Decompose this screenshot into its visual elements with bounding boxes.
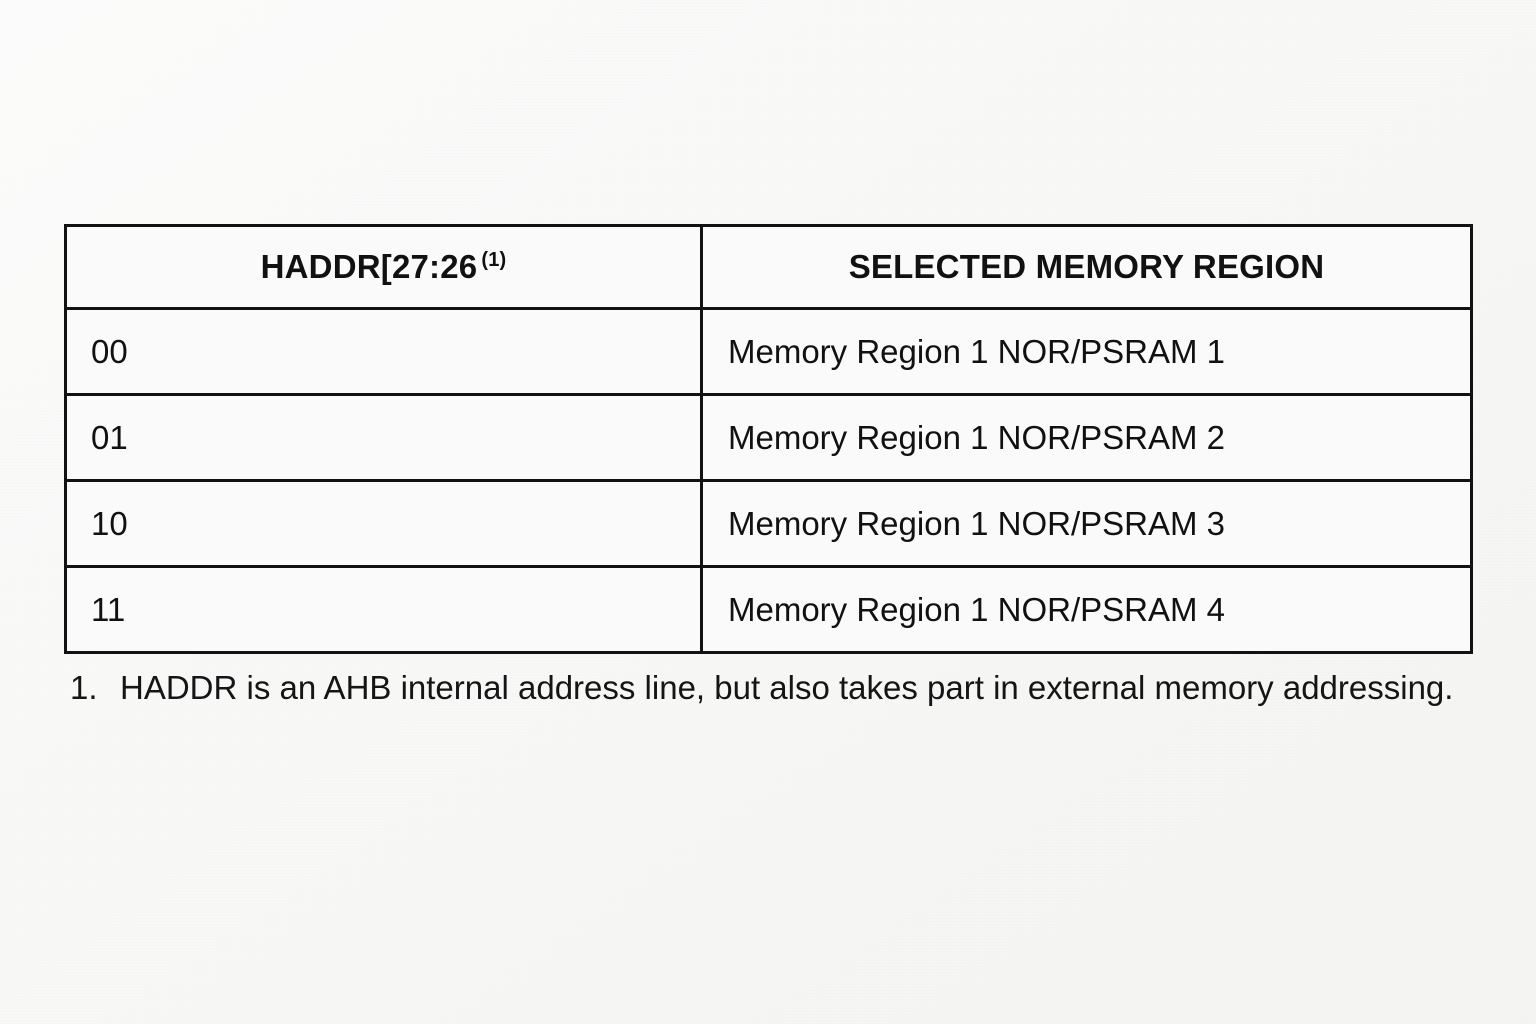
table-body: 00 Memory Region 1 NOR/PSRAM 1 01 Memory… (64, 307, 1473, 654)
cell-haddr-bits: 00 (64, 307, 703, 396)
footnote-item: 1. HADDR is an AHB internal address line… (70, 666, 1460, 711)
cell-haddr-bits: 11 (64, 565, 703, 654)
cell-haddr-bits: 01 (64, 393, 703, 482)
column-header-haddr-bits: HADDR[27:26(1) (64, 224, 703, 310)
cell-memory-region: Memory Region 1 NOR/PSRAM 2 (700, 393, 1473, 482)
table-row: 01 Memory Region 1 NOR/PSRAM 2 (64, 393, 1473, 482)
cell-memory-region: Memory Region 1 NOR/PSRAM 4 (700, 565, 1473, 654)
cell-memory-region: Memory Region 1 NOR/PSRAM 1 (700, 307, 1473, 396)
column-header-haddr-bits-label: HADDR[27:26 (260, 248, 478, 285)
column-header-selected-memory-region-label: SELECTED MEMORY REGION (848, 248, 1325, 285)
footnote-list: 1. HADDR is an AHB internal address line… (70, 666, 1460, 711)
cell-memory-region: Memory Region 1 NOR/PSRAM 3 (700, 479, 1473, 568)
table-header-row: HADDR[27:26(1) SELECTED MEMORY REGION (64, 224, 1473, 310)
column-header-selected-memory-region: SELECTED MEMORY REGION (700, 224, 1473, 310)
table-header: HADDR[27:26(1) SELECTED MEMORY REGION (64, 224, 1473, 310)
table-row: 10 Memory Region 1 NOR/PSRAM 3 (64, 479, 1473, 568)
cell-haddr-bits: 10 (64, 479, 703, 568)
table-row: 11 Memory Region 1 NOR/PSRAM 4 (64, 565, 1473, 654)
table-row: 00 Memory Region 1 NOR/PSRAM 1 (64, 307, 1473, 396)
memory-region-table: HADDR[27:26(1) SELECTED MEMORY REGION 00… (64, 224, 1473, 654)
footnote-text: HADDR is an AHB internal address line, b… (120, 669, 1454, 706)
footnote-superscript-1: (1) (481, 249, 507, 271)
footnote-marker: 1. (70, 669, 98, 706)
